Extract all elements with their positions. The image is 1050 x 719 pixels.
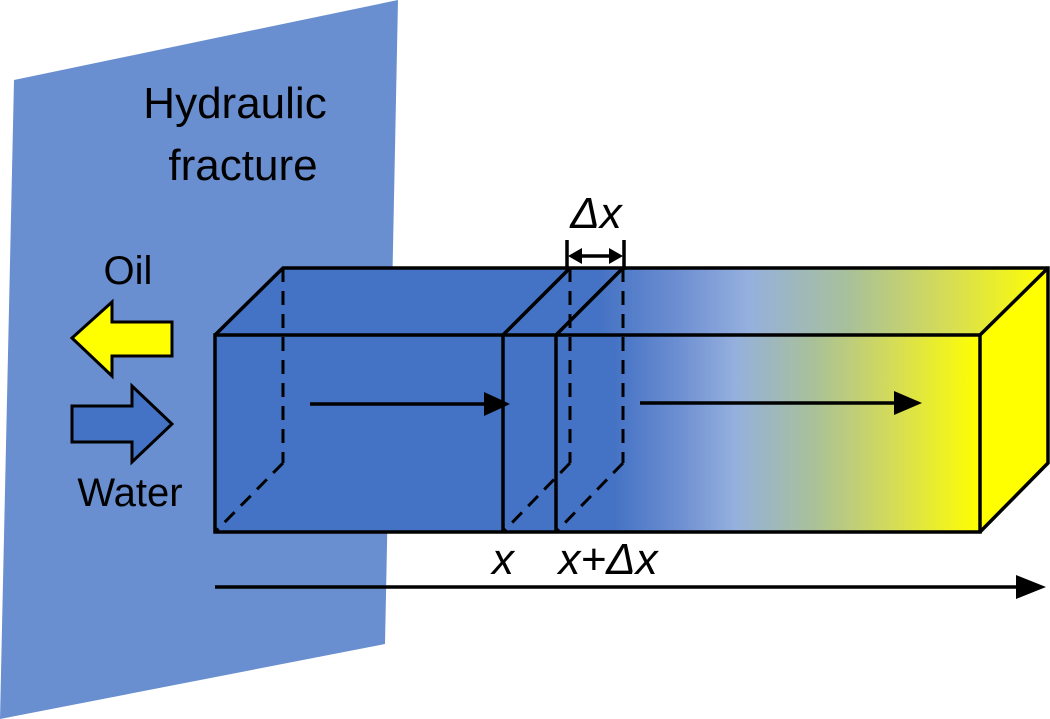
oil-label: Oil: [104, 249, 153, 293]
hydraulic-fracture-plane: [0, 0, 398, 719]
flow-arrow-right-head: [894, 391, 922, 415]
fracture-label-line2: fracture: [168, 141, 317, 190]
x-axis-arrowhead: [1016, 575, 1046, 599]
oil-arrow-icon: [69, 298, 174, 380]
block-front-face: [215, 335, 980, 532]
block-hidden-edges: [213, 268, 625, 534]
water-label: Water: [77, 471, 182, 515]
delta-x-arrowhead-right: [609, 248, 623, 264]
block-top-face: [215, 268, 1048, 335]
flow-arrow-left-head: [484, 392, 510, 416]
x-label: x: [490, 535, 516, 584]
block-outline: [213, 266, 1050, 534]
water-arrow-icon: [70, 382, 175, 466]
delta-x-dimension: [565, 240, 626, 270]
delta-x-label: Δx: [569, 189, 624, 238]
block-right-face: [980, 268, 1048, 532]
delta-x-arrowhead-left: [568, 248, 582, 264]
fracture-label-line1: Hydraulic: [143, 79, 326, 128]
x-plus-dx-label: x+Δx: [556, 535, 659, 584]
